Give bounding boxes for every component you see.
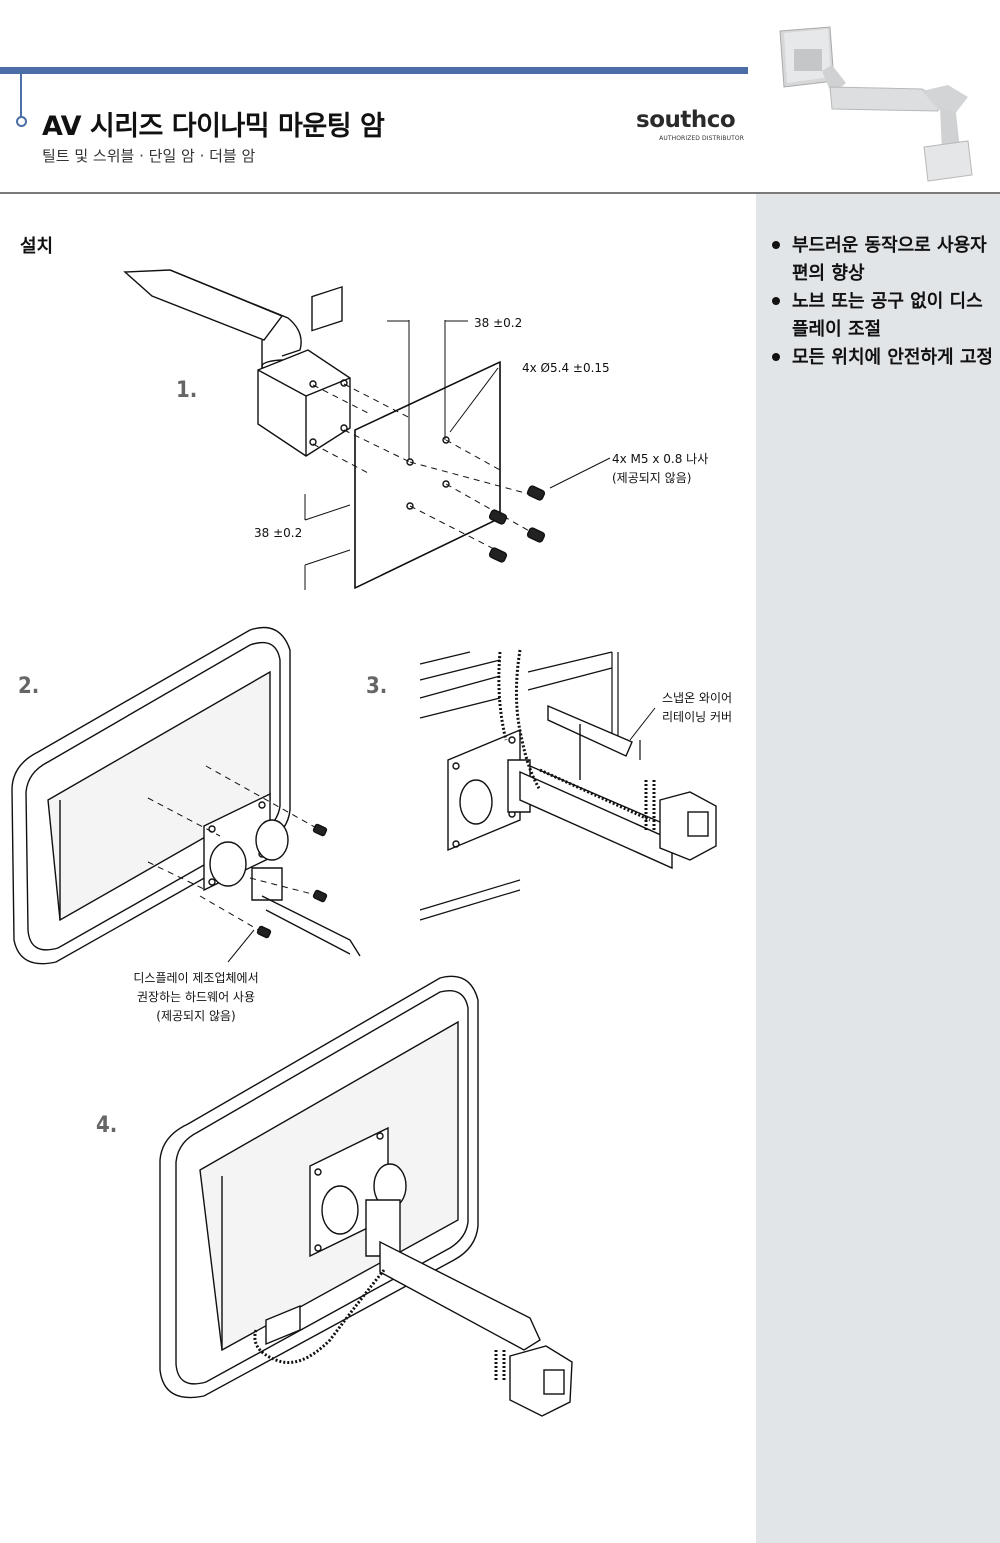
- step2-vesa-plate: [203, 792, 361, 957]
- step1-arm-bracket: [123, 269, 351, 457]
- header-accent-stem: [20, 73, 22, 117]
- step2-note-line1: 디스플레이 제조업체에서: [133, 971, 258, 985]
- feature-item: 모든 위치에 안전하게 고정: [768, 344, 993, 372]
- step1-screw-note: (제공되지 않음): [612, 471, 691, 485]
- feature-sidebar: 부드러운 동작으로 사용자 편의 향상 노브 또는 공구 없이 디스플레이 조절…: [756, 194, 1000, 1543]
- page-title: AV 시리즈 다이나믹 마운팅 암: [42, 111, 385, 142]
- step3-cable: [497, 649, 656, 830]
- step-number-3: 3.: [366, 674, 388, 699]
- step3-cover-line2: 리테이닝 커버: [662, 710, 732, 724]
- step2-dashed-lines: [147, 765, 321, 933]
- step3-cover-line1: 스냅온 와이어: [662, 691, 732, 705]
- logo-wordmark: southco: [636, 107, 736, 133]
- logo-subtext: AUTHORIZED DISTRIBUTOR: [659, 135, 744, 142]
- step1-screw-spec: 4x M5 x 0.8 나사: [612, 452, 708, 466]
- header-divider: [0, 192, 1000, 194]
- step4-plate-and-arm: [265, 1126, 573, 1417]
- page-header: AV 시리즈 다이나믹 마운팅 암 틸트 및 스위블 · 단일 암 · 더블 암…: [0, 0, 1000, 193]
- step1-dim-left: 38 ±0.2: [254, 526, 302, 540]
- step-number-1: 1.: [176, 378, 198, 403]
- step2-display-back: [11, 626, 291, 965]
- header-accent-dot: [16, 116, 27, 127]
- step1-hole-spec: 4x Ø5.4 ±0.15: [522, 361, 610, 375]
- step2-screws: [256, 823, 328, 939]
- product-photo: [772, 25, 980, 185]
- feature-item: 부드러운 동작으로 사용자 편의 향상: [768, 232, 993, 288]
- step-number-4: 4.: [96, 1113, 118, 1138]
- feature-list: 부드러운 동작으로 사용자 편의 향상 노브 또는 공구 없이 디스플레이 조절…: [768, 232, 993, 372]
- step1-display-panel: [354, 360, 501, 590]
- feature-item: 노브 또는 공구 없이 디스플레이 조절: [768, 288, 993, 344]
- header-accent-rule: [0, 67, 748, 74]
- southco-logo: southco AUTHORIZED DISTRIBUTOR: [636, 107, 748, 147]
- step1-screws: [488, 485, 546, 563]
- step1-dimension-lines: [304, 320, 611, 590]
- section-title: 설치: [20, 236, 54, 257]
- step2-note-line3: (제공되지 않음): [156, 1009, 235, 1023]
- step2-note-line2: 권장하는 하드웨어 사용: [137, 990, 255, 1004]
- step1-dim-top: 38 ±0.2: [474, 316, 522, 330]
- step4-cable: [253, 1269, 506, 1382]
- step-number-2: 2.: [18, 674, 40, 699]
- installation-diagram: 38 ±0.2 4x Ø5.4 ±0.15 4x M5 x 0.8 나사 (제공…: [11, 269, 732, 1417]
- step3-plate-and-arm: [447, 704, 717, 870]
- step3-wall: [419, 651, 641, 921]
- page-subtitle: 틸트 및 스위블 · 단일 암 · 더블 암: [42, 147, 256, 165]
